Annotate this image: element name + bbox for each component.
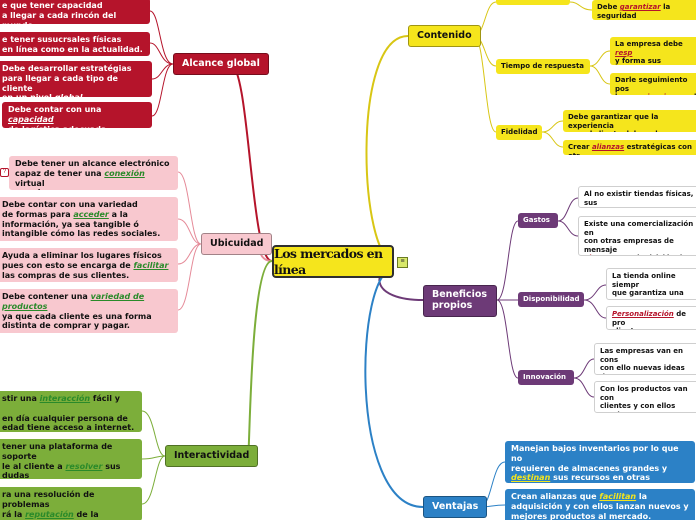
beneficios-leaf-1-text: Al no existir tiendas físicas, susreduci…: [584, 190, 694, 207]
leaf-keyword: acceder: [73, 209, 109, 219]
branch-interactividad-label: Interactividad: [174, 450, 250, 462]
attachment-icon[interactable]: ?: [0, 168, 9, 177]
central-topic-label: Los mercados en línea: [274, 246, 383, 277]
leaf-keyword: Personalización: [612, 310, 674, 318]
alcance-leaf-4[interactable]: Debe contar con una capacidadde logístic…: [2, 102, 152, 128]
notes-icon[interactable]: ≡: [397, 257, 408, 268]
leaf-keyword: reputación: [25, 509, 74, 519]
contenido-leaf-5-text: Crear alianzas estratégicas con otr: [568, 143, 692, 155]
central-topic[interactable]: Los mercados en línea: [272, 245, 394, 278]
branch-interactividad[interactable]: Interactividad: [165, 445, 259, 467]
interactividad-leaf-1[interactable]: stir una interacción fácil y en día cual…: [0, 391, 142, 432]
contenido-leaf-4-text: Debe garantizar que la experienciaque el…: [568, 113, 678, 132]
branch-ubicuidad-label: Ubicuidad: [210, 238, 264, 250]
beneficios-leaf-4[interactable]: Personalización de procliente.: [606, 306, 696, 330]
contenido-fidelidad[interactable]: Fidelidad: [496, 125, 542, 140]
leaf-keyword: experiencia: [625, 93, 671, 95]
contenido-tiempo-respuesta[interactable]: Tiempo de respuesta: [496, 59, 590, 74]
branch-contenido-label: Contenido: [417, 30, 472, 42]
leaf-keyword: facilitan: [599, 492, 637, 501]
leaf-keyword: garantizar: [619, 3, 661, 11]
branch-contenido[interactable]: Contenido: [408, 25, 481, 47]
branch-alcance-global[interactable]: Alcance global: [173, 53, 269, 75]
contenido-leaf-4[interactable]: Debe garantizar que la experienciaque el…: [563, 110, 696, 132]
branch-beneficios-propios[interactable]: Beneficios propios: [423, 285, 497, 317]
leaf-keyword: resolver: [65, 461, 103, 471]
beneficios-leaf-4-text: Personalización de procliente.: [612, 310, 686, 329]
beneficios-disponibilidad-label: Disponibilidad: [523, 295, 580, 303]
leaf-keyword: alianzas: [591, 143, 625, 151]
contenido-leaf-1[interactable]: Debe garantizar la seguridadcliente.: [592, 0, 696, 20]
contenido-leaf-5[interactable]: Crear alianzas estratégicas con otr: [563, 140, 696, 155]
contenido-sub-top[interactable]: [496, 0, 570, 5]
contenido-leaf-3-text: Darle seguimiento posla experiencia con …: [615, 76, 696, 95]
leaf-keyword: destinan: [511, 473, 551, 483]
beneficios-leaf-1[interactable]: Al no existir tiendas físicas, susreduci…: [578, 186, 696, 208]
leaf-keyword: interacción: [39, 394, 91, 403]
beneficios-disponibilidad[interactable]: Disponibilidad: [518, 292, 584, 307]
leaf-keyword: facilitar: [133, 260, 169, 270]
alcance-leaf-4-text: Debe contar con una capacidadde logístic…: [8, 105, 109, 128]
interactividad-leaf-1-text: stir una interacción fácil y en día cual…: [2, 394, 135, 432]
contenido-fidelidad-label: Fidelidad: [501, 128, 538, 136]
contenido-tiempo-respuesta-label: Tiempo de respuesta: [501, 62, 585, 70]
leaf-keyword: global.: [55, 93, 86, 97]
beneficios-gastos[interactable]: Gastos: [518, 213, 558, 228]
branch-ventajas-label: Ventajas: [432, 501, 479, 513]
leaf-keyword: ahorran: [584, 254, 615, 255]
leaf-keyword: conexión: [104, 168, 145, 178]
beneficios-gastos-label: Gastos: [523, 216, 550, 224]
contenido-leaf-3[interactable]: Darle seguimiento posla experiencia con …: [610, 73, 696, 95]
branch-beneficios-propios-label: Beneficios propios: [432, 289, 488, 311]
contenido-leaf-1-text: Debe garantizar la seguridadcliente.: [597, 3, 671, 20]
beneficios-innovacion[interactable]: Innovación: [518, 370, 574, 385]
leaf-keyword: segu: [612, 298, 631, 299]
branch-alcance-global-label: Alcance global: [182, 58, 260, 70]
leaf-keyword: p: [612, 373, 617, 374]
branch-ventajas[interactable]: Ventajas: [423, 496, 488, 518]
leaf-keyword: capacidad: [8, 114, 54, 124]
leaf-keyword: resp: [615, 48, 633, 57]
branch-ubicuidad[interactable]: Ubicuidad: [201, 233, 273, 255]
beneficios-innovacion-label: Innovación: [523, 373, 567, 381]
